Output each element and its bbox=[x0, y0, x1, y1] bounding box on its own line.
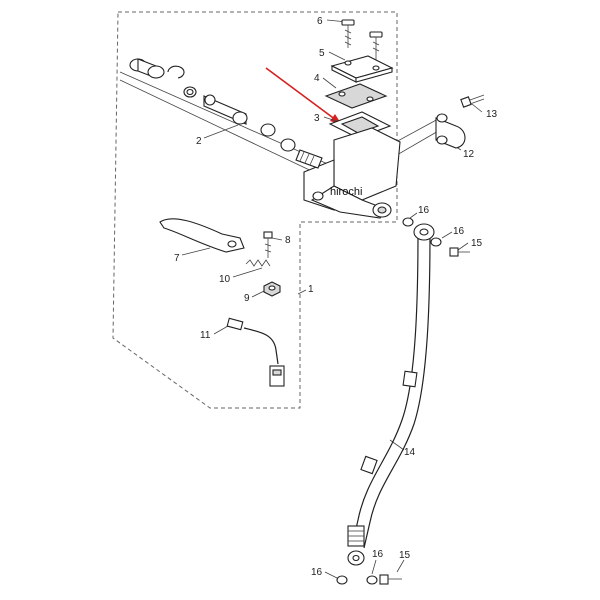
bolt-13 bbox=[460, 94, 485, 108]
callout-7: 7 bbox=[174, 253, 180, 264]
master-cylinder-body bbox=[303, 127, 401, 219]
callout-14: 14 bbox=[404, 447, 416, 458]
brake-switch-11 bbox=[226, 317, 285, 387]
callout-15-top: 15 bbox=[471, 238, 483, 249]
callout-16-top: 16 bbox=[418, 205, 430, 216]
callout-3: 3 bbox=[314, 113, 320, 124]
callout-6: 6 bbox=[317, 16, 323, 27]
callout-11: 11 bbox=[200, 330, 211, 341]
callout-5: 5 bbox=[319, 48, 325, 59]
callout-4: 4 bbox=[314, 73, 320, 84]
leader-lines bbox=[119, 19, 483, 579]
callout-15-bottom: 15 bbox=[399, 550, 411, 561]
brake-hose-14 bbox=[347, 231, 431, 549]
callout-12: 12 bbox=[463, 149, 475, 160]
callout-10: 10 bbox=[219, 274, 231, 285]
callout-2: 2 bbox=[196, 136, 202, 147]
spring-10 bbox=[245, 259, 271, 267]
cap-plate-4 bbox=[324, 83, 388, 109]
callout-13: 13 bbox=[486, 109, 498, 120]
clamp-bracket-12 bbox=[435, 113, 466, 149]
reservoir-cap-5 bbox=[330, 55, 394, 83]
callout-8: 8 bbox=[285, 235, 291, 246]
watermark-text: hirochi bbox=[330, 186, 362, 198]
screw-6 bbox=[341, 19, 383, 60]
pivot-bolt-8 bbox=[263, 231, 273, 258]
callout-1: 1 bbox=[308, 284, 314, 295]
callout-16-bottom: 16 bbox=[372, 549, 384, 560]
callout-16-left: 16 bbox=[311, 567, 323, 578]
brake-lever-7 bbox=[159, 218, 245, 253]
callout-16-mid: 16 bbox=[453, 226, 465, 237]
banjo-fitting-bottom bbox=[336, 550, 402, 585]
assembly-boundary bbox=[112, 11, 398, 409]
callouts: 6 5 4 3 2 13 12 16 16 15 7 8 10 9 1 11 1… bbox=[174, 16, 498, 578]
nut-9 bbox=[263, 281, 281, 297]
piston-assembly-2 bbox=[129, 58, 323, 169]
callout-9: 9 bbox=[244, 293, 250, 304]
banjo-fitting-top bbox=[402, 217, 470, 257]
